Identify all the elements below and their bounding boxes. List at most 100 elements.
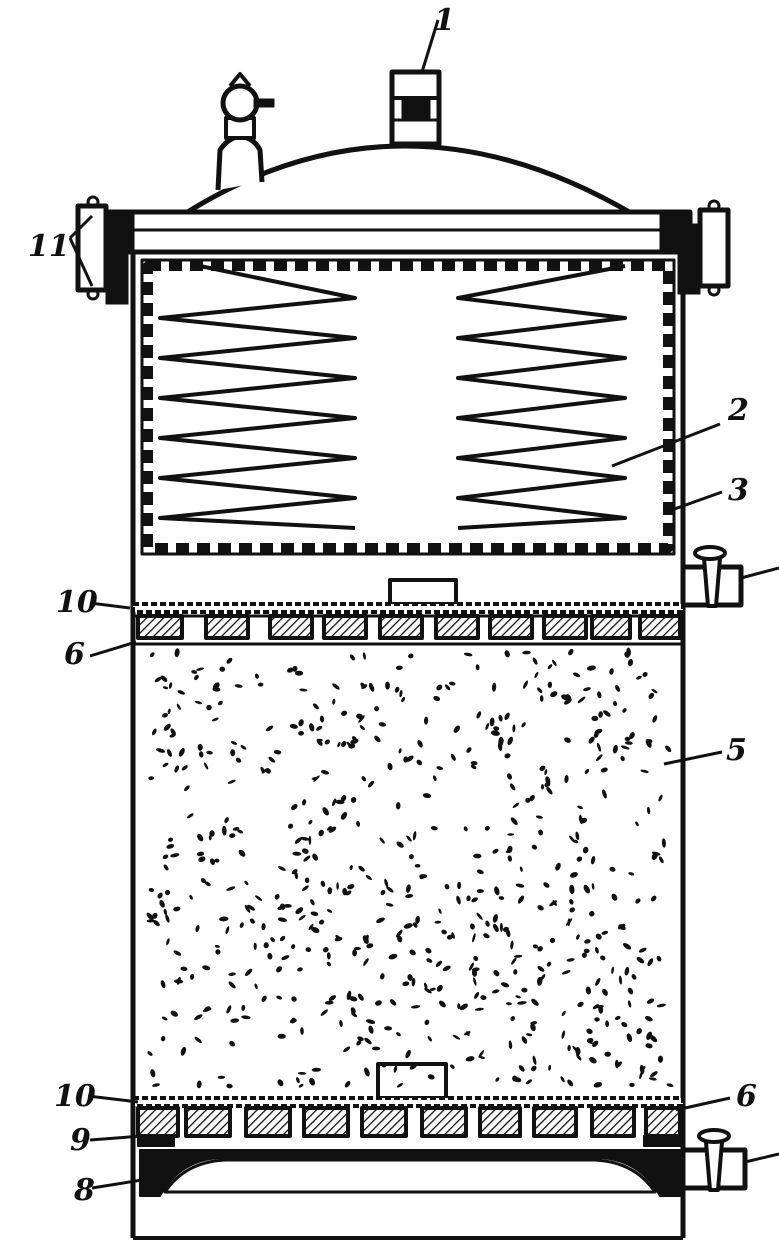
- filler-grain: [162, 686, 169, 690]
- filler-grain: [576, 856, 583, 862]
- filler-grain: [615, 1061, 623, 1068]
- filler-grain: [381, 1062, 387, 1068]
- filler-grain: [478, 1050, 484, 1058]
- filler-grain: [432, 775, 437, 782]
- filler-grain: [448, 681, 456, 686]
- filler-grain: [572, 672, 581, 678]
- filler-grain: [620, 745, 630, 750]
- filler-grain: [295, 907, 304, 915]
- filler-grain: [166, 938, 170, 946]
- filler-grain: [470, 760, 478, 766]
- filler-grain: [582, 846, 589, 854]
- filler-grain: [308, 835, 312, 845]
- filler-grain: [287, 667, 294, 673]
- filler-grain: [360, 682, 366, 689]
- filler-grain: [471, 967, 480, 972]
- filler-grain: [638, 947, 647, 953]
- filler-grain: [584, 768, 590, 775]
- filler-grain: [398, 748, 402, 754]
- filler-grain: [170, 853, 180, 858]
- filler-grain: [196, 667, 205, 671]
- filler-grain: [567, 1079, 574, 1087]
- filler-grain: [530, 1023, 536, 1032]
- filler-grain: [577, 1001, 584, 1008]
- filler-grain: [537, 905, 544, 911]
- filler-grain: [466, 747, 472, 753]
- filler-grain: [598, 711, 603, 718]
- filler-grain: [611, 966, 615, 974]
- filler-grain: [583, 884, 590, 894]
- filler-grain: [593, 1082, 603, 1088]
- filler-grain: [354, 946, 361, 951]
- filler-grain: [273, 749, 282, 755]
- filler-grain: [385, 902, 394, 907]
- filler-grain: [535, 815, 543, 819]
- filler-grain: [174, 765, 180, 773]
- filler-grain: [474, 991, 480, 999]
- filler-grain: [235, 757, 242, 763]
- filler-grain: [544, 782, 551, 787]
- filler-grain: [211, 717, 219, 722]
- filler-grain: [546, 786, 553, 795]
- filler-grain: [605, 1020, 610, 1028]
- filler-grain: [537, 946, 543, 952]
- filler-grain: [466, 895, 471, 902]
- filler-grain: [427, 1074, 435, 1080]
- filler-grain: [157, 892, 163, 899]
- filler-grain: [470, 764, 477, 770]
- filler-grain: [184, 785, 190, 792]
- filler-grain: [287, 823, 294, 829]
- filler-grain: [588, 736, 595, 744]
- filler-grain: [148, 887, 155, 893]
- filler-grain: [305, 947, 312, 953]
- filler-grain: [648, 1077, 657, 1081]
- filler-grain: [212, 687, 221, 692]
- filler-grain: [386, 886, 394, 893]
- filler-grain: [278, 866, 286, 871]
- filler-grain: [394, 686, 400, 693]
- filler-grain: [328, 826, 337, 833]
- filler-grain: [627, 1000, 632, 1008]
- filler-grain: [498, 896, 505, 900]
- filler-grain: [359, 725, 365, 731]
- filler-grain: [324, 1000, 334, 1005]
- filler-grain: [206, 704, 212, 711]
- filler-grain: [405, 894, 414, 898]
- filler-grain: [146, 912, 154, 921]
- filler-grain: [312, 853, 318, 861]
- filler-grain: [592, 1004, 599, 1010]
- filler-grain: [261, 995, 267, 1002]
- filler-grain: [453, 725, 461, 733]
- filler-grain: [239, 922, 244, 928]
- filler-grain: [483, 933, 490, 939]
- filler-grain: [173, 906, 181, 912]
- filler-grain: [444, 883, 450, 890]
- filler-grain: [564, 775, 569, 783]
- filler-grain: [357, 1036, 364, 1042]
- filler-grain: [339, 1019, 343, 1028]
- dished-bottom: [139, 1149, 681, 1197]
- filler-grain: [226, 1005, 232, 1014]
- filler-grain: [214, 944, 220, 948]
- filler-grain: [567, 1044, 571, 1052]
- filler-grain: [152, 912, 158, 919]
- filler-grain: [561, 970, 571, 975]
- label-6-lower: 6: [736, 1079, 757, 1114]
- filler-grain: [376, 917, 385, 924]
- filler-grain: [539, 765, 546, 771]
- filler-grain: [405, 1049, 411, 1059]
- filler-grain: [206, 750, 213, 755]
- filler-grain: [162, 854, 169, 860]
- filler-grain: [160, 675, 168, 682]
- filler-grain: [403, 756, 409, 763]
- filler-grain: [167, 708, 171, 715]
- filler-grain: [164, 889, 171, 896]
- filler-grain: [263, 942, 269, 949]
- filler-grain: [639, 1064, 645, 1075]
- filler-grain: [276, 995, 283, 1000]
- filler-grain: [277, 1079, 284, 1087]
- filler-grain: [367, 780, 375, 788]
- filler-grain: [646, 806, 651, 815]
- filler-grain: [308, 819, 313, 825]
- filler-grain: [560, 1076, 565, 1083]
